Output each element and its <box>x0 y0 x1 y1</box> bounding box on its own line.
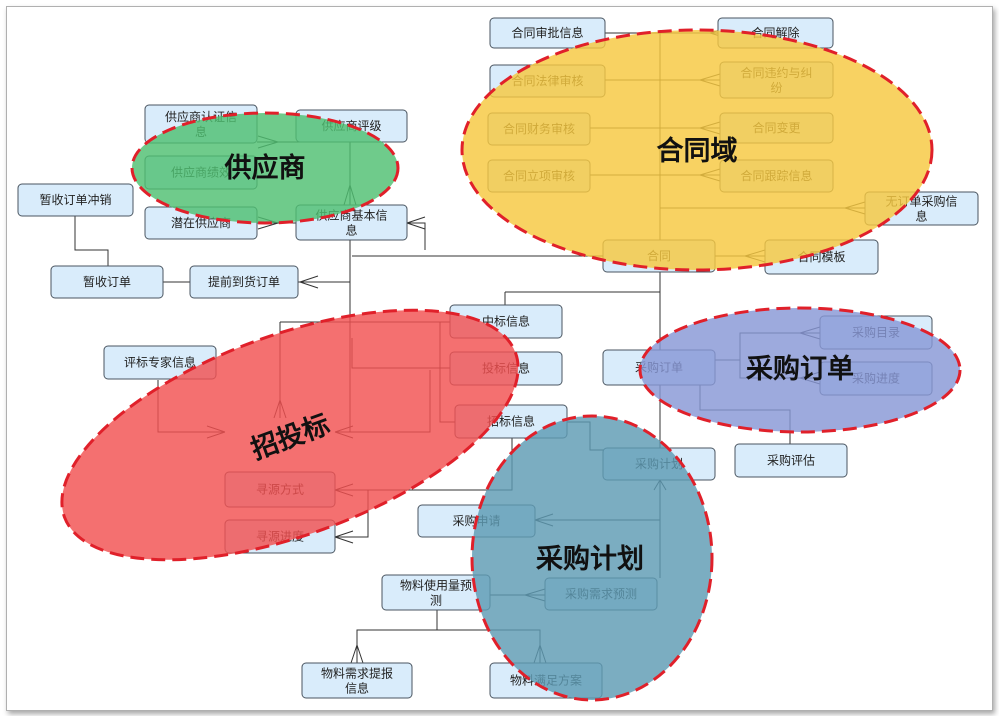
entity-label: 物料需求提报 <box>321 666 393 681</box>
region-bidding <box>60 308 520 562</box>
region-contract <box>460 28 934 272</box>
region-label-purchase-order: 采购订单 <box>746 354 854 385</box>
region-supplier <box>130 111 400 225</box>
entity-label: 息 <box>345 223 357 238</box>
entity-early-arrival-order: 提前到货订单 <box>189 265 299 299</box>
entity-label: 提前到货订单 <box>208 274 280 289</box>
entity-temp-receipt-reversal: 暂收订单冲销 <box>17 183 134 217</box>
region-label-purchase-plan: 采购计划 <box>536 544 644 575</box>
entity-label: 物料使用量预 <box>400 578 472 593</box>
entity-label: 暂收订单 <box>83 275 131 289</box>
entity-label: 息 <box>915 209 927 224</box>
entity-purchase-evaluation: 采购评估 <box>734 443 848 478</box>
entity-label: 信息 <box>345 681 369 696</box>
entity-contract-approval-info: 合同审批信息 <box>489 17 606 49</box>
entity-label: 测 <box>430 594 442 608</box>
entity-temp-receipt-order: 暂收订单 <box>50 265 164 299</box>
region-label-contract: 合同域 <box>657 135 738 167</box>
region-label-supplier: 供应商 <box>224 152 306 184</box>
entity-label: 合同审批信息 <box>511 25 583 40</box>
region-purchase-order <box>638 306 962 434</box>
entity-label: 暂收订单冲销 <box>39 192 111 207</box>
region-purchase-plan <box>470 414 714 702</box>
entity-label: 中标信息 <box>482 314 530 329</box>
entity-label: 采购评估 <box>767 453 815 468</box>
domain-regions <box>60 28 962 702</box>
entity-label: 评标专家信息 <box>124 355 196 370</box>
